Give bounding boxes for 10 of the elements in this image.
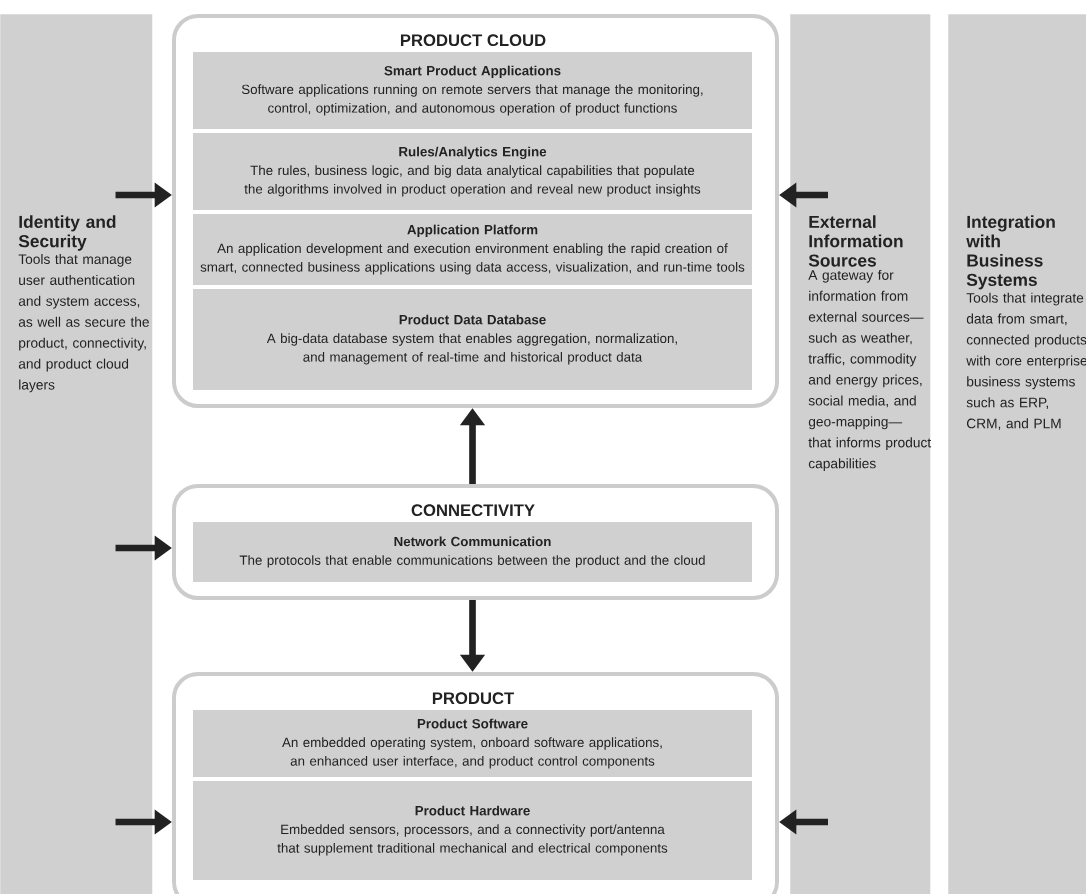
component-box: Rules/Analytics Engine The rules, business logic, and big data analytical capabilities that populate the algorithms involved in product operation and reveal new product insights <box>193 133 752 210</box>
side-panel: Integration with Business Systems Tools that integrate data from smart, connected products with core enterprise business systems such as ERP, CRM, and PLM <box>948 14 1086 894</box>
component-box: Smart Product Applications Software applications running on remote servers that manage the monitoring, control, optimization, and autonomous operation of product functions <box>193 52 752 129</box>
side-panel: External Information Sources A gateway for information from external sources—such as weather, traffic, commodity and energy prices, social media, and geo-mapping—that informs product capabilities <box>790 14 932 894</box>
component-box: Application Platform An application development and execution environment enabling the rapid creation of smart, connected business applications using data access, visualization, and run-time tools <box>193 214 752 285</box>
component-box: Product Data Database A big-data database system that enables aggregation, normalization, and management of real-time and historical product data <box>193 289 752 390</box>
component-box: Product Hardware Embedded sensors, processors, and a connectivity port/antenna that supplement traditional mechanical and electrical components <box>193 781 752 880</box>
side-panel: Identity and Security Tools that manage user authentication and system access, as well as secure the product, connectivity, and product cloud layers <box>0 14 153 894</box>
component-box: Network Communication The protocols that enable communications between the product and the cloud <box>193 522 752 582</box>
component-box: Product Software An embedded operating system, onboard software applications, an enhanced user interface, and product control components <box>193 710 752 777</box>
